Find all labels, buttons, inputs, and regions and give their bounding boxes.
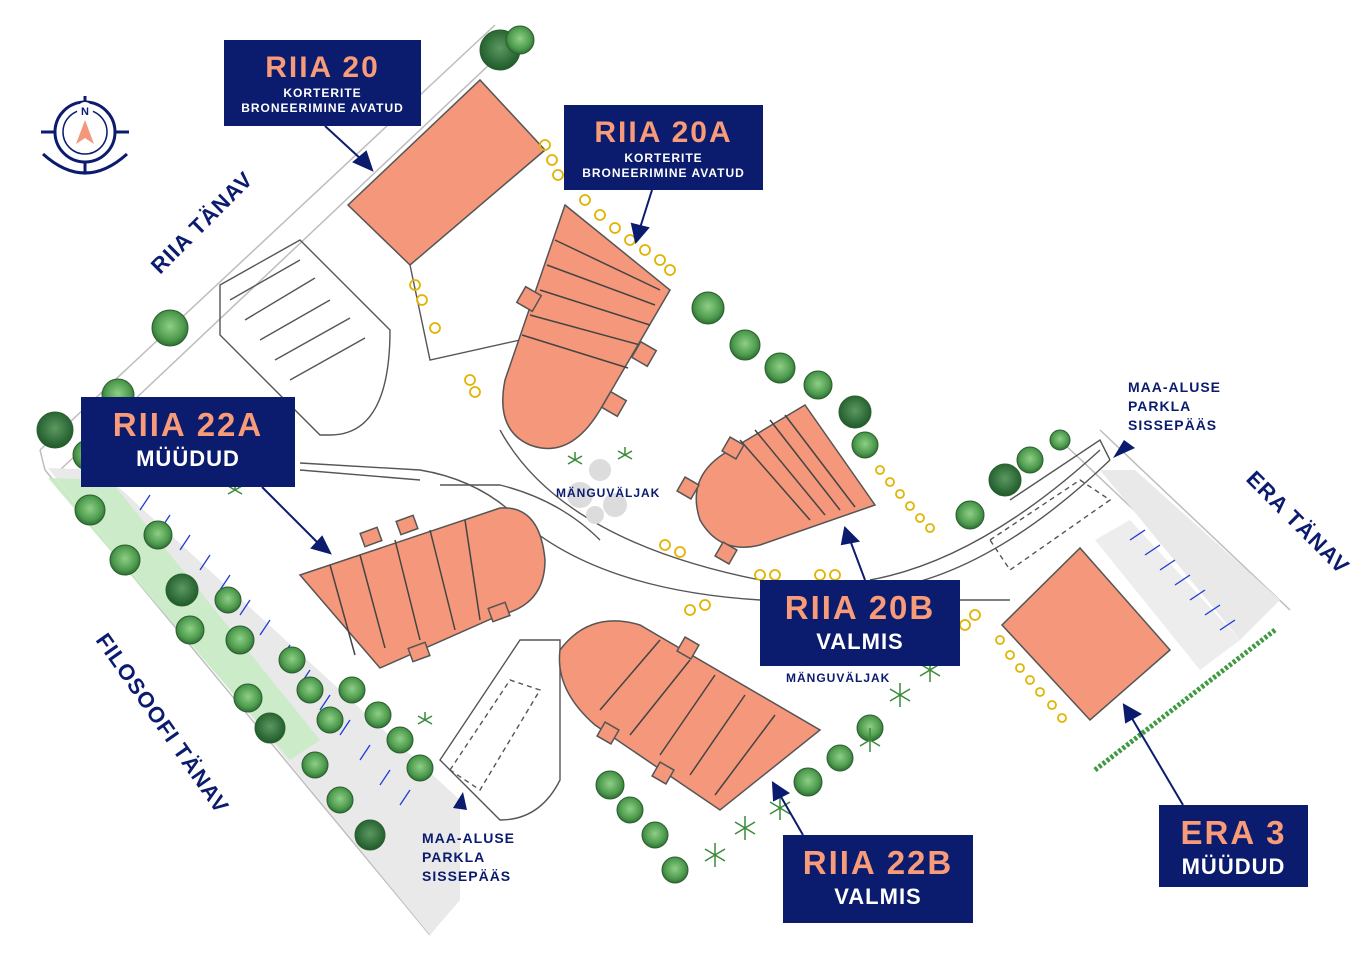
svg-text:MAA-ALUSE: MAA-ALUSE: [422, 830, 515, 846]
building-status: VALMIS: [816, 629, 904, 654]
playground-label-upper: MÄNGUVÄLJAK: [556, 485, 660, 500]
label-riia-20a[interactable]: RIIA 20A KORTERITE BRONEERIMINE AVATUD: [564, 105, 763, 190]
east-parking-lot: [1095, 470, 1280, 670]
label-era-3[interactable]: ERA 3 MÜÜDUD: [1159, 805, 1308, 887]
hedge-row: [1093, 628, 1277, 772]
label-riia-22b[interactable]: RIIA 22B VALMIS: [783, 835, 973, 923]
trees: [36, 25, 1071, 884]
svg-text:PARKLA: PARKLA: [1128, 398, 1191, 414]
building-status: KORTERITE: [624, 151, 703, 165]
shrubs: [409, 139, 1067, 723]
spiky-plants: [227, 447, 941, 867]
buildings: [298, 78, 1172, 811]
compass-letter: N: [81, 106, 89, 118]
playground-discs: [567, 459, 627, 524]
entrance-arrow-icon: [453, 792, 467, 810]
svg-text:MAA-ALUSE: MAA-ALUSE: [1128, 379, 1221, 395]
building-name: RIIA 22A: [112, 406, 264, 443]
parking-entrance-southwest: MAA-ALUSE PARKLA SISSEPÄÄS: [422, 792, 515, 884]
building-name: RIIA 20B: [784, 589, 936, 626]
building-status: MÜÜDUD: [1181, 854, 1286, 879]
building-era-3: [1000, 546, 1172, 722]
building-riia-20a: [502, 203, 671, 450]
pointer-arrows: [261, 125, 1184, 836]
building-riia-20b: [695, 403, 877, 548]
building-name: RIIA 20: [265, 51, 380, 84]
svg-text:SISSEPÄÄS: SISSEPÄÄS: [1128, 417, 1217, 433]
compass-icon: N: [41, 96, 129, 175]
building-status: MÜÜDUD: [136, 446, 240, 471]
label-riia-20b[interactable]: RIIA 20B VALMIS: [760, 580, 960, 666]
svg-text:PARKLA: PARKLA: [422, 849, 485, 865]
building-riia-22b: [558, 620, 822, 811]
entrance-arrow-icon: [1113, 440, 1135, 458]
parking-entrance-east: MAA-ALUSE PARKLA SISSEPÄÄS: [1113, 379, 1221, 458]
street-label-era: ERA TÄNAV: [1241, 466, 1354, 579]
building-name: RIIA 20A: [594, 116, 733, 149]
svg-text:SISSEPÄÄS: SISSEPÄÄS: [422, 868, 511, 884]
building-riia-22a: [298, 507, 546, 669]
label-riia-22a[interactable]: RIIA 22A MÜÜDUD: [81, 397, 295, 487]
building-status: BRONEERIMINE AVATUD: [241, 101, 404, 115]
building-status: BRONEERIMINE AVATUD: [582, 166, 745, 180]
building-name: ERA 3: [1180, 814, 1287, 851]
building-status: KORTERITE: [283, 86, 362, 100]
building-status: VALMIS: [834, 884, 922, 909]
building-name: RIIA 22B: [802, 844, 954, 881]
playground-label-lower: MÄNGUVÄLJAK: [786, 670, 890, 685]
label-riia-20[interactable]: RIIA 20 KORTERITE BRONEERIMINE AVATUD: [224, 40, 421, 126]
